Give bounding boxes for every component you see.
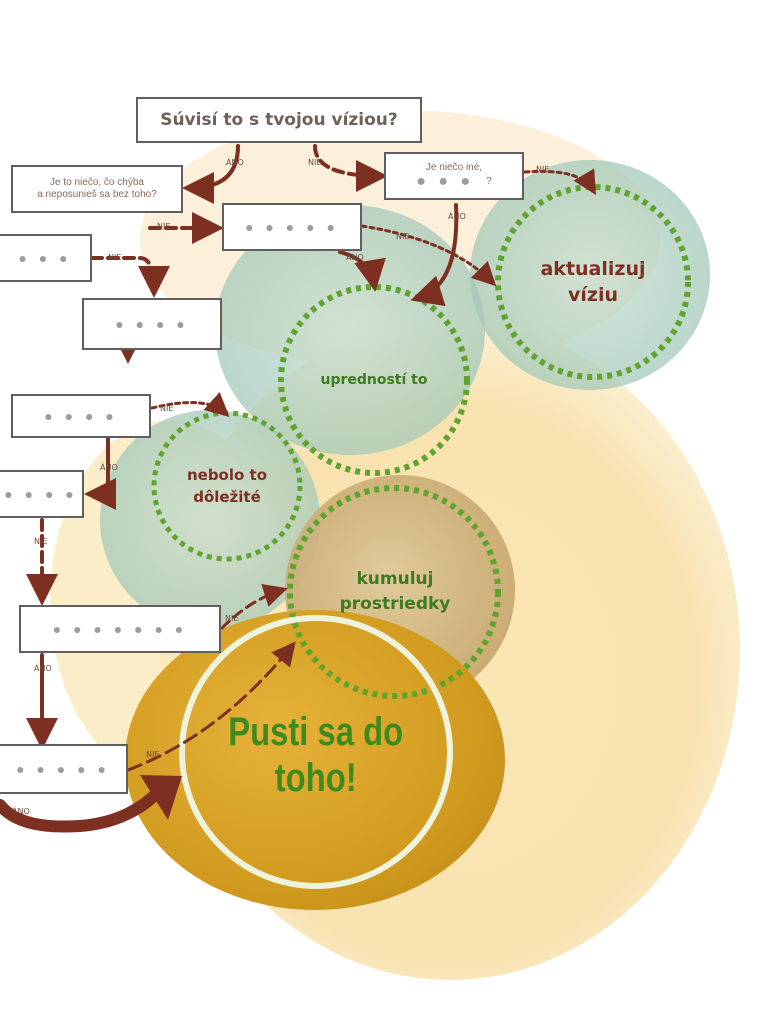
label-yes-top: ÁNO: [226, 158, 244, 167]
arrow-bottom-yes-head: [140, 775, 182, 820]
circle-prioritize: [278, 284, 470, 476]
placeholder-wide-dots: ● ● ● ● ● ● ●: [52, 621, 188, 637]
arrow-five-no: [360, 224, 497, 287]
question-other-mark: ?: [486, 176, 492, 187]
label-no-mid: NIE: [160, 404, 174, 413]
outcome-prioritize-text: upredností to: [320, 372, 428, 388]
label-yes-bottom: ÁNO: [12, 807, 30, 816]
placeholder-four-dots: ● ● ● ●: [115, 316, 189, 332]
outcome-go-for-it: Pusti sa do toho!: [186, 700, 446, 810]
outcome-update-vision-text: aktualizuj víziu: [540, 258, 646, 306]
placeholder-box-mid: ● ● ● ●: [11, 394, 151, 438]
circle-update-vision: [495, 184, 691, 380]
label-no-missing: NIE: [157, 222, 171, 231]
label-no-lower: NIE: [34, 537, 48, 546]
placeholder-box-four: ● ● ● ●: [82, 298, 222, 350]
mint-blob-top: [215, 205, 485, 455]
outcome-accumulate: kumuluj prostriedky: [300, 562, 490, 622]
gold-blob: [125, 610, 505, 910]
outcome-prioritize: upredností to: [290, 364, 458, 396]
arrow-left-no: [90, 256, 170, 298]
arrow-top-no: [313, 144, 388, 192]
arrow-mid-yes: [84, 436, 117, 510]
circle-go-for-it: [179, 615, 453, 889]
outcome-accumulate-text: kumuluj prostriedky: [339, 569, 451, 614]
arrow-other-no: [523, 168, 597, 196]
arrow-mid-no: [150, 392, 230, 418]
arrow-five-yes: [338, 250, 386, 292]
label-no-other: NIE: [536, 165, 550, 174]
question-missing-text: Je to niečo, čo chýba a neposunieš sa be…: [37, 177, 157, 200]
placeholder-box-lower: ● ● ● ●: [0, 470, 84, 518]
placeholder-box-five: ● ● ● ● ●: [222, 203, 362, 251]
question-top-box: Súvisí to s tvojou víziou?: [136, 97, 422, 143]
question-other-box: Je niečo iné, ● ● ● ?: [384, 152, 524, 200]
label-no-five: NIE: [396, 232, 410, 241]
arrow-bottom-yes: [0, 784, 166, 833]
arrow-other-yes: [410, 203, 459, 307]
question-top-text: Súvisí to s tvojou víziou?: [160, 110, 398, 130]
arrow-wide-no: [220, 583, 288, 630]
placeholder-left-dots: ● ● ●: [18, 250, 72, 266]
question-missing-box: Je to niečo, čo chýba a neposunieš sa be…: [11, 165, 183, 213]
label-no-top: NIE: [308, 158, 322, 167]
question-other-dots: ● ● ●: [416, 173, 475, 190]
label-yes-wide: ÁNO: [34, 664, 52, 673]
mint-blob-left: [100, 410, 320, 630]
outcome-go-for-it-text: Pusti sa do toho!: [228, 710, 404, 800]
label-yes-other: ÁNO: [448, 212, 466, 221]
label-no-wide: NIE: [225, 614, 239, 623]
placeholder-box-bottom: ● ● ● ● ●: [0, 744, 128, 794]
placeholder-box-left: ● ● ●: [0, 234, 92, 282]
placeholder-lower-dots: ● ● ● ●: [4, 486, 78, 502]
label-yes-five: ÁNO: [346, 253, 364, 262]
question-other-text: Je niečo iné,: [425, 162, 483, 173]
mint-blob-right: [470, 160, 710, 390]
arrow-bottom-no: [126, 641, 296, 772]
outcome-not-important-text: nebolo to dôležité: [186, 466, 268, 506]
placeholder-bottom-dots: ● ● ● ● ●: [16, 761, 110, 777]
label-yes-mid: ÁNO: [100, 463, 118, 472]
arrow-top-yes: [182, 144, 240, 204]
placeholder-five-dots: ● ● ● ● ●: [245, 219, 339, 235]
outcome-not-important: nebolo to dôležité: [160, 458, 294, 514]
placeholder-mid-dots: ● ● ● ●: [44, 408, 118, 424]
label-no-bottom: NIE: [146, 750, 160, 759]
circle-accumulate: [287, 485, 501, 699]
outcome-update-vision: aktualizuj víziu: [510, 240, 676, 324]
label-no-left: NIE: [108, 253, 122, 262]
placeholder-box-wide: ● ● ● ● ● ● ●: [19, 605, 221, 653]
